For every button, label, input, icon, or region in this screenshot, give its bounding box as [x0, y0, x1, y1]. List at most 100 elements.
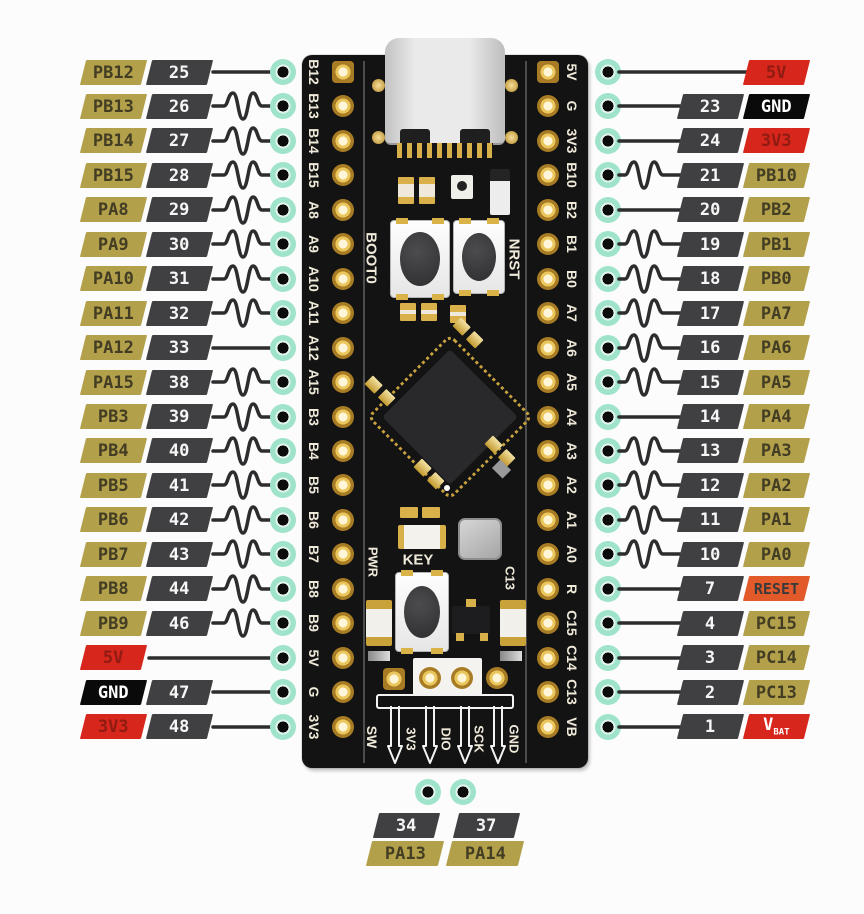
key-button-cap: [404, 586, 440, 638]
pin-hole-dot: [415, 779, 441, 805]
pin-number-label: 17: [676, 300, 745, 326]
pin-hole: [332, 681, 354, 704]
pin-hole: [332, 577, 354, 600]
pin-name-label: PA15: [79, 369, 148, 395]
pin-hole: [332, 646, 354, 669]
pin-hole-dot: [595, 162, 621, 189]
pin-hole-dot: [595, 472, 621, 499]
pin-hole-dot: [270, 472, 296, 499]
pin-number-label: 26: [145, 93, 214, 119]
silkscreen-label: A8: [306, 200, 322, 219]
power-led-dot: [457, 181, 467, 191]
silkscreen-label: C13: [564, 679, 580, 705]
pin-hole: [537, 198, 559, 221]
pin-hole: [332, 612, 354, 635]
pin-wire: [211, 608, 274, 638]
pin-hole: [537, 61, 559, 83]
pin-hole-dot: [595, 713, 621, 740]
pin-number-label: 24: [676, 128, 745, 154]
silkscreen-label: G: [564, 100, 580, 112]
pin-number-label: 40: [145, 438, 214, 464]
nrst-button: [453, 218, 505, 296]
pin-name-label: PA1: [742, 507, 811, 533]
usb-mount-pad: [505, 131, 518, 144]
pin-number-label: 2: [676, 679, 745, 705]
pin-number-label: 19: [676, 231, 745, 257]
swd-pin-label: 3V3: [403, 727, 419, 751]
pin-name-label: PA4: [742, 404, 811, 429]
pin-number-label: 38: [145, 369, 214, 395]
crystal-oscillator: [458, 518, 502, 560]
key-button: [395, 570, 449, 654]
pin-wire: [617, 229, 682, 260]
silkscreen-label: A7: [564, 304, 580, 323]
silkscreen-label: G: [306, 686, 322, 698]
pin-hole-dot: [595, 231, 621, 258]
pin-hole-dot: [270, 610, 296, 637]
pin-hole: [332, 508, 354, 531]
pin-hole-dot: [270, 231, 296, 258]
silkscreen-label: A10: [306, 265, 322, 292]
pin-number-label: 13: [676, 438, 745, 464]
swd-pin-label: DIO: [438, 727, 454, 751]
pin-wire: [617, 587, 682, 591]
pin-name-label: PA8: [79, 197, 148, 223]
diode: [490, 169, 510, 215]
pin-hole: [332, 95, 354, 118]
pin-hole-dot: [270, 369, 296, 396]
pin-number-label: 23: [676, 93, 745, 119]
pin-name-label: PA12: [79, 335, 148, 361]
key-label: KEY: [402, 551, 434, 569]
pin-hole: [537, 439, 559, 462]
pin-number-label: 31: [145, 266, 214, 292]
pin-wire: [617, 690, 682, 694]
silkscreen-label: A6: [564, 338, 580, 357]
pin-hole: [332, 233, 354, 256]
pin-hole-dot: [595, 541, 621, 568]
pin-wire: [211, 91, 274, 122]
swd-arrow: [457, 706, 473, 764]
pin-wire: [211, 160, 274, 191]
capacitor: [400, 507, 418, 518]
pin-number-label: 10: [676, 541, 745, 567]
pin-wire: [211, 573, 274, 604]
pin-name-label: PB6: [79, 507, 148, 533]
silkscreen-label: B2: [564, 200, 580, 219]
pin-number-label: 20: [676, 197, 745, 223]
pin-hole-dot: [270, 403, 296, 430]
capacitor: [400, 303, 416, 321]
silkscreen-label: B8: [306, 579, 322, 598]
pin-wire: [617, 414, 682, 419]
voltage-regulator: [452, 606, 490, 634]
pin-name-label: PC14: [742, 645, 811, 671]
pin-wire: [211, 70, 274, 74]
pin-hole-dot: [595, 575, 621, 602]
usb-shell-tab: [460, 129, 490, 146]
nrst-label: NRST: [505, 238, 523, 280]
silkscreen-label: 5V: [306, 649, 322, 667]
silkscreen-label: 3V3: [564, 128, 580, 154]
usb-mount-pad: [372, 79, 385, 92]
c13-label: C13: [502, 566, 518, 590]
pin-hole-dot: [270, 196, 296, 223]
pin-number-label: 15: [676, 369, 745, 395]
pin-hole: [537, 129, 559, 152]
pin-hole-dot: [595, 679, 621, 706]
c13-led: [500, 600, 526, 646]
pin-name-label: PA9: [79, 231, 148, 257]
pin-number-label: 1: [676, 714, 745, 740]
pin-number-label: 48: [145, 714, 214, 740]
silkscreen-label: B3: [306, 407, 322, 426]
pin-name-label: PB5: [79, 472, 148, 498]
silkscreen-label: A9: [306, 235, 322, 254]
pin-hole: [332, 164, 354, 187]
pin-wire: [617, 298, 682, 328]
pin-hole: [537, 646, 559, 669]
pin-wire: [617, 724, 682, 729]
silkscreen-label: 3V3: [306, 714, 322, 740]
pin-hole-dot: [270, 713, 296, 740]
silkscreen-label: A12: [306, 334, 322, 361]
silkscreen-label: A1: [564, 510, 580, 529]
pin-hole: [537, 302, 559, 325]
